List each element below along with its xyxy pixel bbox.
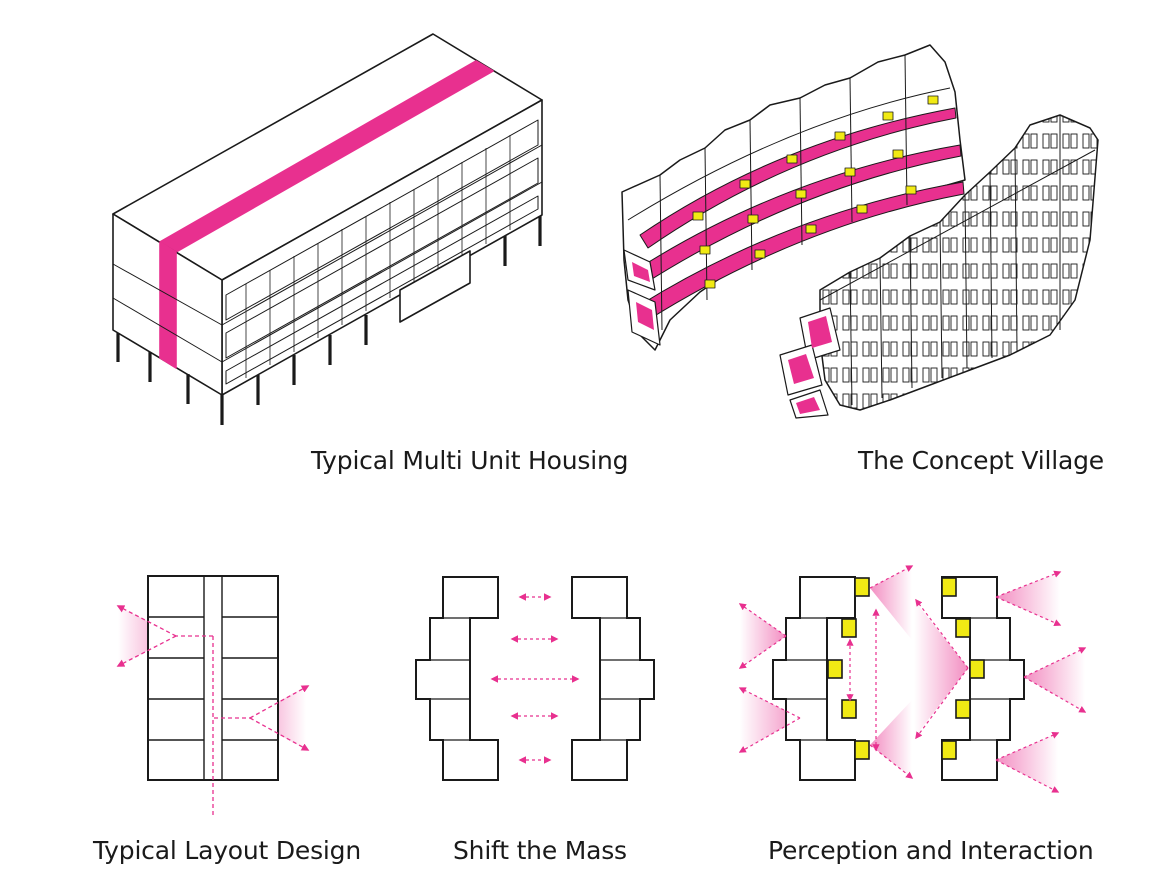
village-corridor-low [639,181,965,321]
shift-left-mass [415,576,499,781]
caption-perception-and-interaction: Perception and Interaction [768,836,1094,865]
caption-typical-multi-unit-housing: Typical Multi Unit Housing [311,446,629,475]
layout-circulation-path [212,717,250,815]
view-cone-icon [1024,648,1085,712]
view-cone-icon [870,566,912,640]
caption-typical-layout-design: Typical Layout Design [93,836,361,865]
balcony [941,740,957,760]
caption-concept-village: The Concept Village [858,446,1104,475]
balcony [854,577,870,597]
view-cone-icon [870,700,912,778]
village-corridor-mid [635,144,962,285]
view-cone-icon [740,688,800,752]
housing-end-corridor [159,241,177,369]
balcony [841,618,857,638]
balcony [841,699,857,719]
balcony [955,618,971,638]
village-right-block [819,114,1099,411]
view-cone-icon [996,733,1058,792]
balcony [955,699,971,719]
balcony [969,659,985,679]
view-cone-icon [740,604,786,668]
balcony [827,659,843,679]
balcony [854,740,870,760]
view-cone-icon [914,600,968,738]
balcony [941,577,957,597]
view-cone-icon [996,572,1060,625]
multi-unit-housing-illustration [112,33,543,425]
shift-the-mass-diagram [415,576,655,781]
perception-interaction-diagram [738,565,1087,793]
caption-shift-the-mass: Shift the Mass [453,836,627,865]
shift-right-mass [571,576,655,781]
concept-village-illustration [621,44,1099,419]
typical-layout-diagram [116,575,310,815]
village-corridor-top [639,107,957,249]
housing-entry-block [399,250,471,323]
